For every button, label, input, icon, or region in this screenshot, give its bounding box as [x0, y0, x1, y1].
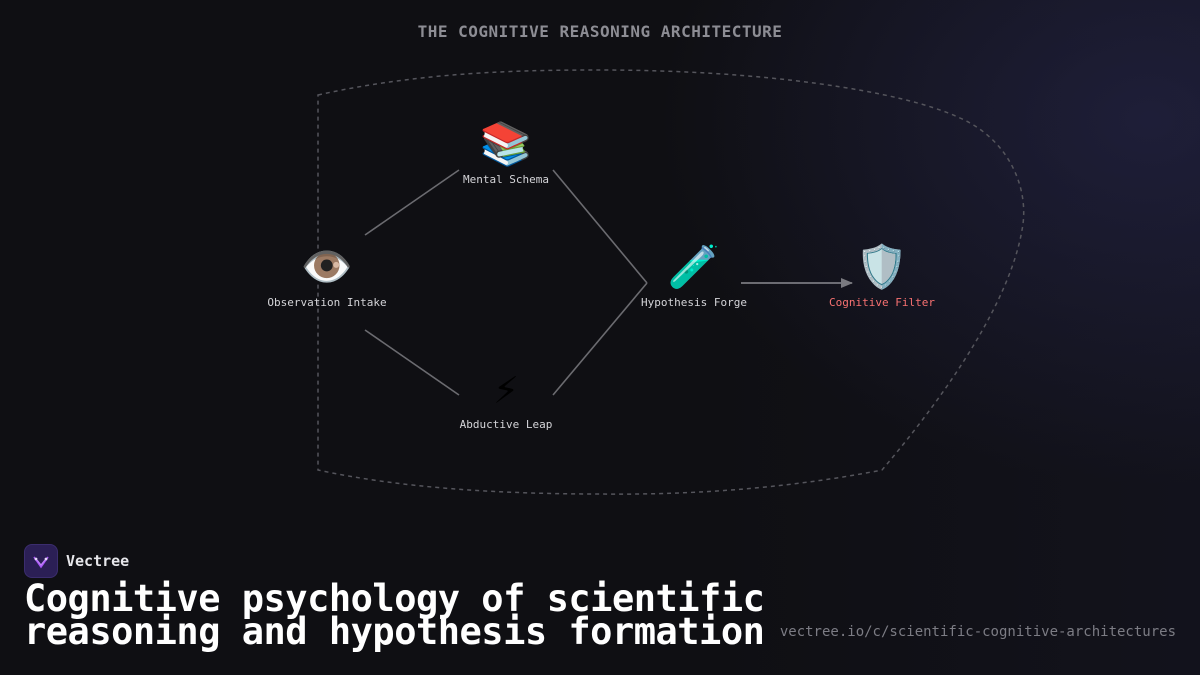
books-icon: 📚 — [479, 119, 533, 168]
node-hypothesis-forge: 🧪 Hypothesis Forge — [604, 242, 784, 309]
edge-observation-schema — [364, 169, 460, 236]
eye-icon: 👁️ — [300, 242, 354, 291]
headline: Cognitive psychology of scientific reaso… — [24, 577, 784, 653]
node-label: Cognitive Filter — [829, 296, 935, 309]
node-label: Mental Schema — [462, 173, 550, 186]
vectree-logo-icon — [24, 544, 58, 578]
node-label: Observation Intake — [267, 296, 387, 309]
test-tube-icon: 🧪 — [667, 242, 721, 291]
node-cognitive-filter: 🛡️ Cognitive Filter — [792, 242, 972, 309]
headline-line-2: reasoning and hypothesis formation — [24, 610, 765, 653]
node-label: Hypothesis Forge — [641, 296, 747, 309]
brand: Vectree — [24, 544, 129, 578]
lightning-icon: ⚡ — [493, 364, 519, 413]
diagram-title: THE COGNITIVE REASONING ARCHITECTURE — [417, 22, 783, 41]
brand-name: Vectree — [66, 552, 130, 570]
node-mental-schema: 📚 Mental Schema — [416, 119, 596, 186]
source-url[interactable]: vectree.io/c/scientific-cognitive-archit… — [779, 624, 1176, 640]
edge-leap-hypothesis — [552, 282, 648, 396]
node-label: Abductive Leap — [459, 418, 553, 431]
shield-icon: 🛡️ — [855, 242, 909, 291]
node-abductive-leap: ⚡ Abductive Leap — [416, 364, 596, 431]
node-observation-intake: 👁️ Observation Intake — [237, 242, 417, 309]
headline-line-1: Cognitive psychology of scientific — [24, 577, 765, 620]
boundary-outline — [317, 69, 1025, 495]
edge-observation-leap — [364, 329, 460, 396]
edge-schema-hypothesis — [552, 169, 648, 284]
